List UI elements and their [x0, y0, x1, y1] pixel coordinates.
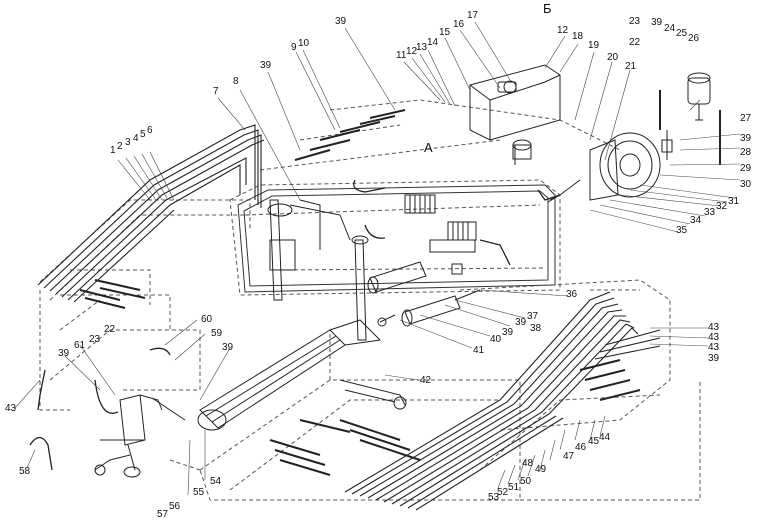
callout-28: 28: [740, 147, 752, 158]
callout-5: 5: [140, 129, 146, 140]
callout-27: 27: [740, 113, 752, 124]
callout-8: 8: [233, 76, 239, 87]
callout-39-a: 39: [335, 16, 347, 27]
bottom-left-cylinder: [94, 394, 186, 478]
valve-blocks: [404, 194, 477, 275]
callout-32: 32: [716, 201, 728, 212]
callout-24: 24: [664, 23, 676, 34]
callout-12-b: 12: [557, 25, 569, 36]
callout-9: 9: [291, 42, 297, 53]
callout-41: 41: [473, 345, 485, 356]
callout-30: 30: [740, 179, 752, 190]
callout-34: 34: [690, 215, 702, 226]
callout-36: 36: [566, 289, 578, 300]
callout-39-e: 39: [515, 317, 527, 328]
callout-38: 38: [530, 323, 542, 334]
callout-21: 21: [625, 61, 637, 72]
callout-22-a: 22: [629, 37, 641, 48]
pipe-segments: [79, 90, 721, 476]
callout-49: 49: [535, 464, 547, 475]
callout-1: 1: [110, 145, 116, 156]
callout-61: 61: [74, 340, 86, 351]
callout-43-d: 43: [5, 403, 17, 414]
callout-37: 37: [527, 311, 539, 322]
callout-18: 18: [572, 31, 584, 42]
callout-39-g: 39: [708, 353, 720, 364]
callout-55: 55: [193, 487, 205, 498]
callout-2: 2: [117, 141, 123, 152]
callout-58: 58: [19, 466, 31, 477]
callout-10: 10: [298, 38, 310, 49]
callout-59: 59: [211, 328, 223, 339]
callout-46: 46: [575, 442, 587, 453]
callout-25: 25: [676, 28, 688, 39]
callout-22-b: 22: [104, 324, 116, 335]
callout-60: 60: [201, 314, 213, 325]
top-right-cylinder: [661, 72, 711, 160]
view-letter-a: А: [424, 140, 433, 155]
callout-13: 13: [416, 42, 428, 53]
callout-6: 6: [147, 125, 153, 136]
callout-42: 42: [420, 375, 432, 386]
leader-lines: [14, 21, 741, 496]
callout-40: 40: [490, 334, 502, 345]
callout-33: 33: [704, 207, 716, 218]
callout-51: 51: [508, 482, 520, 493]
hoses: [29, 179, 561, 471]
callout-14: 14: [427, 37, 439, 48]
callout-39-b: 39: [260, 60, 272, 71]
central-cylinders: [367, 261, 481, 327]
callout-50: 50: [520, 476, 532, 487]
callout-11: 11: [396, 50, 407, 61]
callout-15: 15: [439, 27, 451, 38]
callout-17: 17: [467, 10, 479, 21]
callout-4: 4: [133, 133, 139, 144]
callout-31: 31: [728, 196, 740, 207]
callout-43-a: 43: [708, 322, 720, 333]
callout-39-i: 39: [222, 342, 234, 353]
callout-39-f: 39: [502, 327, 514, 338]
callout-19: 19: [588, 40, 600, 51]
oil-tank: [469, 64, 561, 165]
callout-29: 29: [740, 163, 752, 174]
callout-39-h: 39: [58, 348, 70, 359]
callout-47: 47: [563, 451, 575, 462]
callout-43-c: 43: [708, 342, 720, 353]
callout-20: 20: [607, 52, 619, 63]
callout-39-c: 39: [651, 17, 663, 28]
callout-53: 53: [488, 492, 500, 503]
callout-39-d: 39: [740, 133, 752, 144]
callout-26: 26: [688, 33, 700, 44]
steering-column: [267, 199, 369, 341]
callout-43-b: 43: [708, 332, 720, 343]
callout-57: 57: [157, 509, 169, 520]
callout-52: 52: [497, 487, 509, 498]
callout-3: 3: [125, 137, 131, 148]
right-tube-bundle: [344, 291, 661, 511]
boom-cylinder: [197, 319, 407, 431]
callout-48: 48: [522, 458, 534, 469]
view-letter-b: Б: [543, 1, 552, 16]
left-tube-bundle: [37, 124, 265, 303]
callout-23-a: 23: [629, 16, 641, 27]
callout-35: 35: [676, 225, 688, 236]
callout-56: 56: [169, 501, 181, 512]
callout-12-a: 12: [406, 46, 418, 57]
callout-45: 45: [588, 436, 600, 447]
callout-44: 44: [599, 432, 611, 443]
callout-23-b: 23: [89, 334, 101, 345]
central-frame: [237, 184, 556, 293]
callout-7: 7: [213, 86, 219, 97]
callout-54: 54: [210, 476, 222, 487]
callout-16: 16: [453, 19, 465, 30]
